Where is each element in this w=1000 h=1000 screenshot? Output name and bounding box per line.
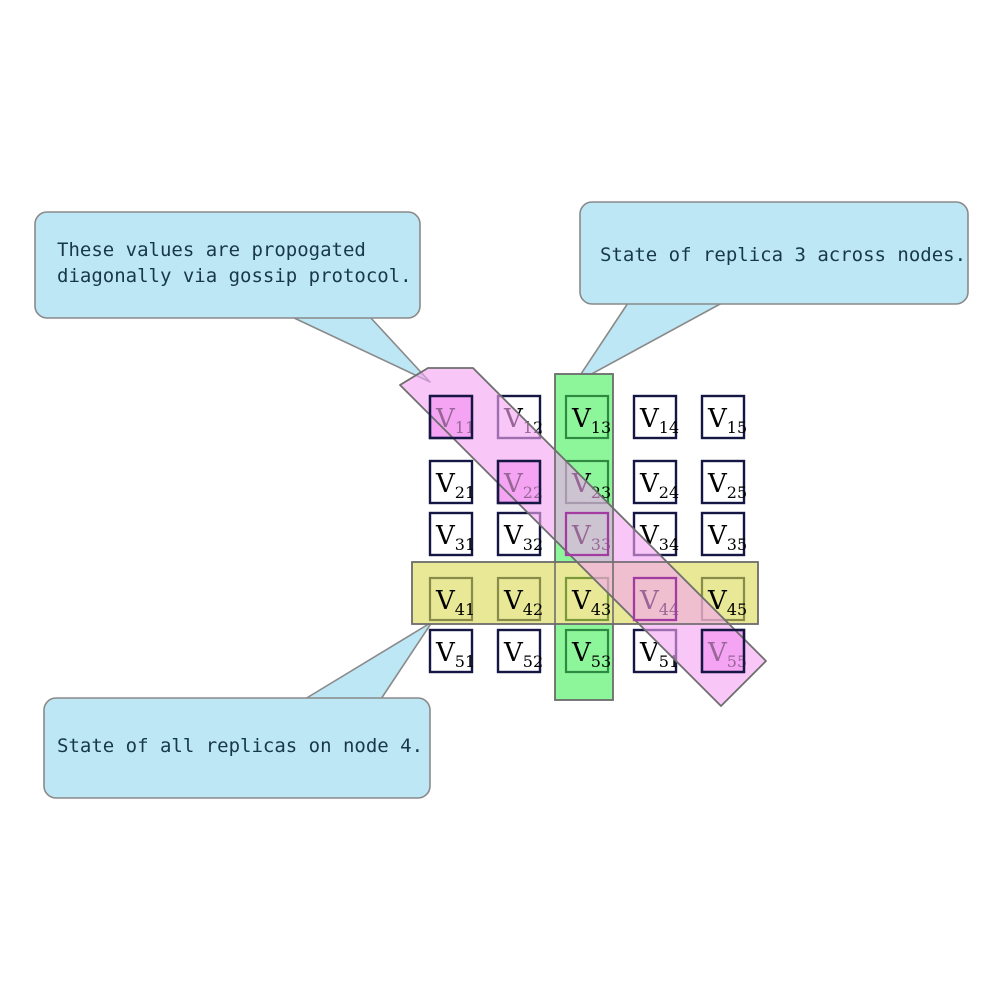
callout-node-4[interactable]: State of all replicas on node 4. — [43, 697, 431, 799]
cell-subscript: 13 — [591, 418, 611, 437]
grid-cell-V15[interactable]: V15 — [700, 394, 747, 440]
cell-box — [428, 511, 474, 557]
grid-cell-V32[interactable]: V32 — [496, 511, 543, 557]
cell-outline-V44 — [632, 576, 678, 622]
callout-gossip-diagonal-box — [34, 211, 421, 319]
grid-cell-V53[interactable]: V53 — [564, 628, 611, 674]
callouts: These values are propogated diagonally vi… — [34, 201, 969, 799]
grid-cell-V13[interactable]: V13 — [564, 394, 611, 440]
node-4-row-band-outline — [411, 561, 759, 625]
cell-subscript: 51 — [455, 652, 475, 671]
cell-subscript: 35 — [727, 535, 747, 554]
cell-subscript: 41 — [455, 600, 475, 619]
cell-box — [632, 459, 678, 505]
cell-box — [564, 628, 610, 674]
callout-replica-3[interactable]: State of replica 3 across nodes. — [579, 201, 969, 305]
grid-cell-V21[interactable]: V21 — [428, 459, 475, 505]
callout-replica-3-tail — [574, 302, 723, 384]
grid-cell-V35[interactable]: V35 — [700, 511, 747, 557]
cell-box — [428, 576, 474, 622]
cell-box — [428, 459, 474, 505]
grid-cell-V25[interactable]: V25 — [700, 459, 747, 505]
callout-gossip-diagonal-line-0: These values are propogated — [57, 239, 366, 261]
cell-subscript: 14 — [659, 418, 679, 437]
cell-outline-V33 — [564, 511, 610, 557]
cell-subscript: 24 — [659, 483, 679, 502]
grid-cell-V51[interactable]: V51 — [428, 628, 475, 674]
replica-3-column-band-outline — [554, 373, 614, 701]
cell-box — [700, 511, 746, 557]
grid-cell-V24[interactable]: V24 — [632, 459, 679, 505]
cell-box — [496, 628, 542, 674]
cell-outline-V55 — [700, 628, 746, 674]
cell-subscript: 45 — [727, 600, 747, 619]
cell-subscript: 52 — [523, 652, 543, 671]
cell-subscript: 43 — [591, 600, 611, 619]
grid-cell-V31[interactable]: V31 — [428, 511, 475, 557]
cell-outline-V22 — [496, 459, 542, 505]
callout-replica-3-line-0: State of replica 3 across nodes. — [600, 244, 966, 266]
callout-node-4-line-0: State of all replicas on node 4. — [57, 735, 423, 757]
cell-subscript: 42 — [523, 600, 543, 619]
cell-subscript: 32 — [523, 535, 543, 554]
callout-gossip-diagonal-line-1: diagonally via gossip protocol. — [57, 265, 412, 287]
cell-subscript: 25 — [727, 483, 747, 502]
grid-cell-V52[interactable]: V52 — [496, 628, 543, 674]
cell-subscript: 31 — [455, 535, 475, 554]
callout-replica-3-box — [579, 201, 969, 305]
callout-gossip-diagonal[interactable]: These values are propogated diagonally vi… — [34, 211, 421, 319]
cell-box — [496, 576, 542, 622]
cell-subscript: 21 — [455, 483, 475, 502]
callout-node-4-box — [43, 697, 431, 799]
cell-outline-V11 — [428, 394, 474, 440]
grid-cell-V14[interactable]: V14 — [632, 394, 679, 440]
cell-label: V25 — [707, 469, 747, 502]
cell-box — [564, 394, 610, 440]
gossip-diagonal-band — [399, 367, 767, 707]
cell-subscript: 53 — [591, 652, 611, 671]
cell-outline-overlay — [411, 373, 759, 701]
cell-box — [700, 459, 746, 505]
callout-node-4-tail — [304, 621, 433, 700]
cell-box — [700, 394, 746, 440]
cell-subscript: 15 — [727, 418, 747, 437]
cell-box — [428, 628, 474, 674]
cell-box — [496, 511, 542, 557]
callout-gossip-diagonal-tail — [291, 316, 431, 383]
cell-box — [632, 394, 678, 440]
cell-box — [564, 576, 610, 622]
cell-subscript: 34 — [659, 535, 679, 554]
